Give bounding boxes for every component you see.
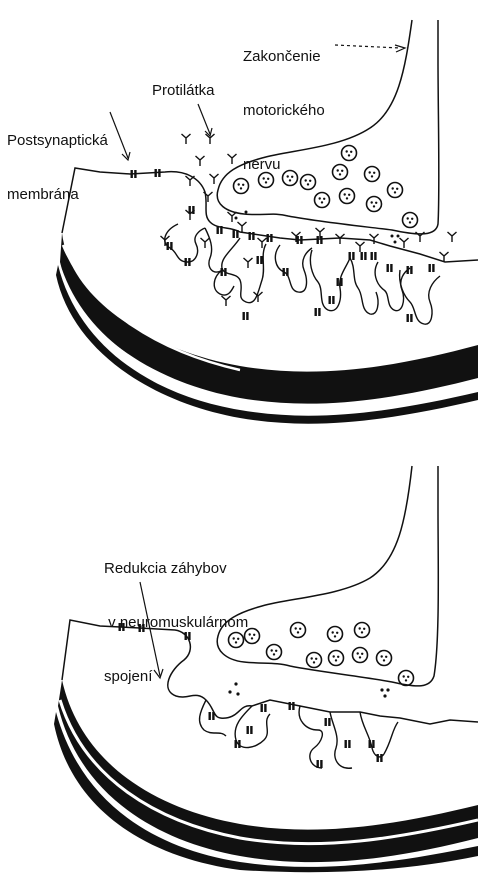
reduced-folds — [200, 700, 398, 768]
nerve-terminal-label-line-2: motorického — [243, 102, 325, 120]
nerve-terminal-label-line-1: Zakončenie — [243, 48, 325, 66]
nerve-terminal-bottom — [217, 466, 438, 686]
postsynaptic-membrane-label: Postsynaptická membrána — [7, 96, 108, 222]
transmitter-dots-bottom — [228, 682, 389, 697]
fold-reduction-label: Redukcia záhybov v neuromuskulárnom spoj… — [104, 524, 248, 704]
postsynaptic-membrane-label-line-2: membrána — [7, 186, 108, 204]
postsynaptic-membrane-label-line-1: Postsynaptická — [7, 132, 108, 150]
fold-reduction-label-line-2: v neuromuskulárnom — [104, 614, 248, 632]
muscle-fiber-bands — [56, 233, 478, 424]
synaptic-vesicles-bottom — [229, 623, 414, 686]
fold-reduction-label-line-3: spojení — [104, 668, 248, 686]
nerve-terminal-label: Zakončenie motorického nervu — [243, 12, 325, 192]
nerve-terminal-label-line-3: nervu — [243, 156, 325, 174]
fold-reduction-label-line-1: Redukcia záhybov — [104, 560, 248, 578]
antibody-label: Protilátka — [152, 82, 215, 100]
